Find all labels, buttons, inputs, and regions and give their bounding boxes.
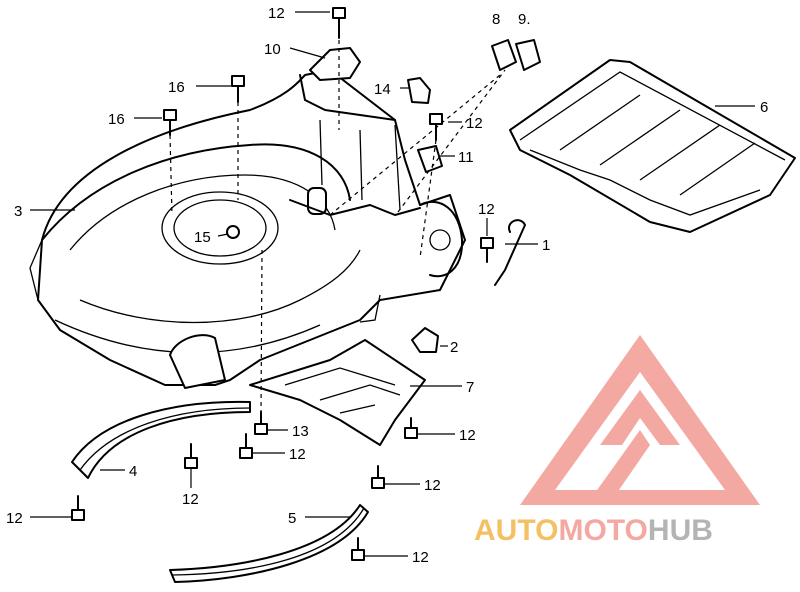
callout-12: 12 <box>466 115 483 132</box>
callout-2: 2 <box>450 339 458 356</box>
leader-lines <box>30 11 755 557</box>
skirt-rails <box>71 400 369 583</box>
bolt-icon <box>332 7 346 39</box>
callout-4: 4 <box>129 463 137 480</box>
bolt-icon <box>404 417 418 439</box>
callout-14: 14 <box>374 81 391 98</box>
bolt-icon <box>480 237 494 263</box>
callout-10: 10 <box>264 41 281 58</box>
bolt-icon <box>371 465 385 489</box>
svg-text:AUTOMOTOHUB: AUTOMOTOHUB <box>474 514 713 547</box>
callout-6: 6 <box>760 99 768 116</box>
callout-15: 15 <box>194 229 211 246</box>
watermark-moto: MOTO <box>558 514 647 547</box>
callout-9: 9. <box>518 11 531 28</box>
bolt-icon <box>184 443 198 469</box>
bolt-icon <box>254 411 268 435</box>
bolt-icon <box>239 433 253 459</box>
callout-12: 12 <box>289 446 306 463</box>
bolt-icon <box>226 225 240 239</box>
callout-1: 1 <box>542 237 550 254</box>
bolt-icons <box>71 7 494 561</box>
callout-16: 16 <box>108 111 125 128</box>
upper-small-parts <box>309 39 541 173</box>
callout-13: 13 <box>292 423 309 440</box>
bolt-icon <box>429 113 443 141</box>
callout-labels: 12 8 9. 10 16 14 16 12 6 11 3 12 15 1 2 … <box>6 5 768 566</box>
callout-12: 12 <box>459 427 476 444</box>
callout-12: 12 <box>412 549 429 566</box>
rear-cover-part <box>509 59 796 233</box>
watermark-emblem <box>520 335 760 505</box>
fitting-parts <box>411 219 526 353</box>
callout-12: 12 <box>6 510 23 527</box>
callout-12: 12 <box>424 477 441 494</box>
callout-16: 16 <box>168 79 185 96</box>
watermark-text: AUTOMOTOHUB <box>474 514 713 547</box>
watermark-auto: AUTO <box>474 514 558 547</box>
callout-5: 5 <box>288 510 296 527</box>
callout-12: 12 <box>478 201 495 218</box>
bolt-icon <box>71 495 85 521</box>
bolt-icon <box>231 75 245 103</box>
callout-11: 11 <box>458 149 474 166</box>
callout-3: 3 <box>14 203 22 220</box>
lower-guard <box>249 339 426 446</box>
callout-12: 12 <box>268 5 285 22</box>
bolt-icon <box>351 537 365 561</box>
alignment-lines <box>169 40 506 413</box>
watermark-hub: HUB <box>648 514 713 547</box>
callout-8: 8 <box>492 11 500 28</box>
bolt-icon <box>163 109 177 136</box>
mower-deck <box>29 69 466 389</box>
callout-12: 12 <box>182 491 199 508</box>
callout-7: 7 <box>466 379 474 396</box>
